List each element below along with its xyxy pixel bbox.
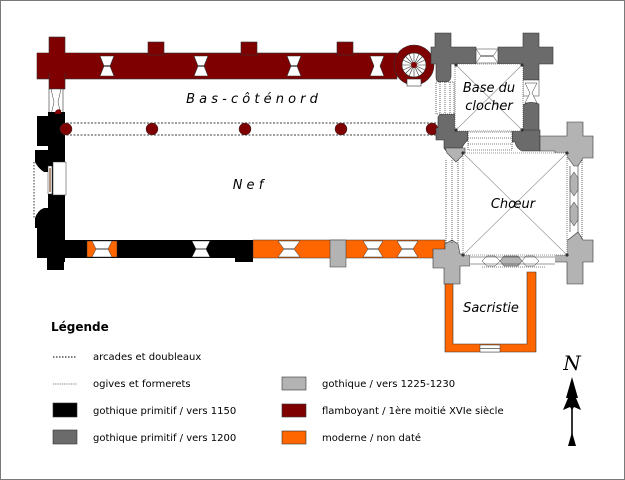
north-label: N [562, 351, 582, 375]
north-arrow-icon [563, 377, 581, 446]
legend-item-gothic-1150: gothique primitif / vers 1150 [52, 402, 236, 418]
north-aisle-wall [36, 36, 398, 90]
sacristy-label: Sacristie [463, 301, 519, 316]
legend-item-flamboyant: flamboyant / 1ère moitié XVIe siècle [281, 403, 504, 418]
nave-label: N e f [233, 178, 266, 193]
pillar [238, 122, 252, 136]
north-aisle-label: B a s - c ô t é n o r d [186, 92, 319, 107]
window [86, 240, 118, 258]
window [369, 55, 385, 77]
color-swatch [281, 403, 307, 418]
pillar [59, 122, 73, 136]
color-swatch [281, 430, 307, 445]
pillar [334, 122, 348, 136]
color-swatch [52, 402, 78, 418]
tower-base-label-2: clocher [465, 99, 514, 114]
legend-label: moderne / non daté [322, 432, 421, 444]
legend-label: gothique primitif / vers 1150 [93, 406, 236, 417]
stair-turret [393, 44, 435, 87]
sacristy: Sacristie [444, 271, 537, 353]
legend-item-arcades: arcades et doubleaux [53, 352, 201, 363]
color-swatch [52, 429, 78, 445]
legend-item-gothic-1200: gothique primitif / vers 1200 [52, 429, 236, 445]
legend-item-gothic-1225: gothique / vers 1225-1230 [281, 376, 455, 391]
legend: Légende arcades et doubleaux ogives et f… [51, 320, 504, 445]
south-wall [37, 239, 446, 270]
window [362, 240, 384, 258]
window [277, 240, 301, 258]
bell-tower: Base du clocher [430, 32, 554, 152]
window [396, 240, 419, 258]
legend-item-modern: moderne / non daté [281, 430, 421, 445]
window [191, 240, 211, 258]
color-swatch [281, 376, 307, 391]
west-wall [33, 88, 67, 262]
pillar [145, 122, 159, 136]
window [286, 55, 302, 77]
legend-label: gothique / vers 1225-1230 [322, 379, 455, 390]
legend-label: flamboyant / 1ère moitié XVIe siècle [322, 405, 504, 417]
legend-label: arcades et doubleaux [93, 352, 201, 363]
legend-title: Légende [51, 320, 109, 334]
choir-label: Chœur [491, 197, 537, 212]
choir: Chœur [432, 121, 594, 285]
tower-base-label-1: Base du [463, 81, 515, 96]
arcade [59, 122, 440, 136]
north-arrow: N [562, 351, 582, 446]
window [193, 55, 209, 77]
window [99, 55, 115, 77]
legend-item-ogives: ogives et formerets [53, 379, 191, 390]
legend-label: gothique primitif / vers 1200 [93, 433, 236, 444]
legend-label: ogives et formerets [93, 379, 191, 390]
